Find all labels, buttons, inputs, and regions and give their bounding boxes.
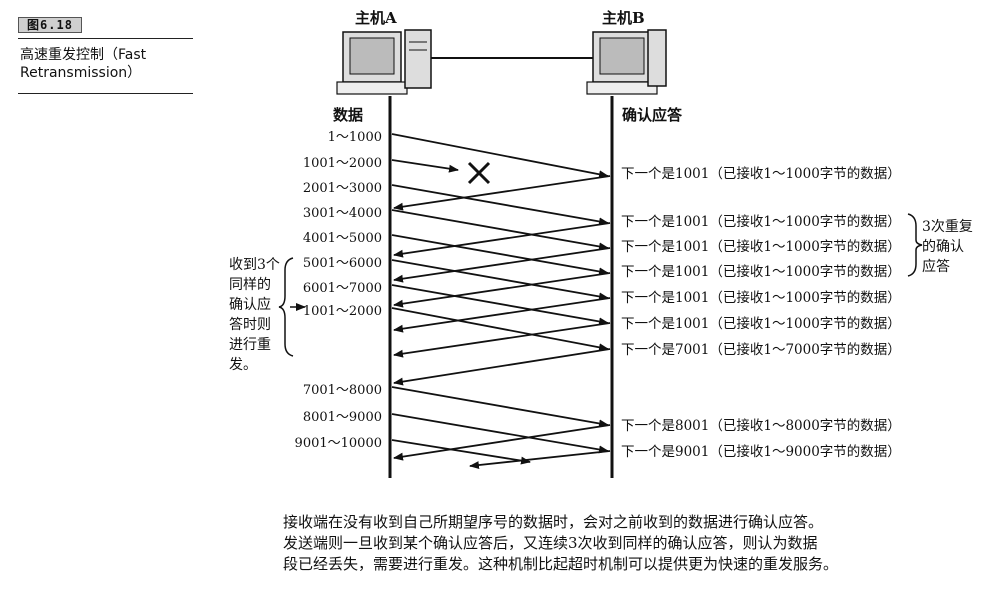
retransmit-note: 收到3个 同样的 确认应 答时则 进行重 发。	[229, 255, 280, 375]
ack-label: 下一个是1001（已接收1～1000字节的数据）	[621, 239, 901, 255]
segment-label: 2001～3000	[302, 181, 382, 196]
duplicate-ack-brace	[907, 213, 923, 277]
retransmit-note-line: 答时则	[229, 317, 271, 333]
segment-arrow-5	[391, 234, 609, 276]
segment-arrow-7	[391, 284, 609, 326]
segment-arrow-3	[391, 184, 609, 226]
ack-label: 下一个是1001（已接收1～1000字节的数据）	[621, 316, 901, 332]
figure-caption-line2: Retransmission）	[20, 65, 142, 81]
host-b-computer-icon	[586, 29, 667, 95]
segment-label: 8001～9000	[302, 410, 382, 425]
data-column-header: 数据	[333, 106, 364, 124]
host-a-computer-icon	[336, 29, 432, 95]
retransmit-note-line: 收到3个	[229, 257, 280, 273]
segment-label: 6001～7000	[302, 281, 382, 296]
ack-arrow-3	[393, 247, 611, 283]
host-b-label: 主机B	[602, 9, 645, 27]
caption-rule-top	[18, 38, 193, 39]
retransmit-note-brace	[278, 257, 294, 357]
ack-arrow-2	[393, 222, 611, 258]
segment-label: 1001～2000	[302, 156, 382, 171]
ack-label: 下一个是8001（已接收1～8000字节的数据）	[621, 418, 901, 434]
retransmit-note-line: 同样的	[229, 277, 271, 293]
duplicate-ack-note: 3次重复 的确认 应答	[922, 217, 973, 277]
description-line: 接收端在没有收到自己所期望序号的数据时，会对之前收到的数据进行确认应答。	[283, 513, 824, 531]
duplicate-ack-note-line: 的确认	[922, 239, 964, 255]
ack-arrow-5	[393, 297, 611, 333]
segment-arrow-9	[391, 413, 609, 454]
ack-arrow-9	[469, 450, 611, 470]
segment-arrow-retransmit	[391, 307, 609, 352]
ack-label: 下一个是7001（已接收1～7000字节的数据）	[621, 342, 901, 358]
ack-label: 下一个是9001（已接收1～9000字节的数据）	[621, 444, 901, 460]
figure-caption: 高速重发控制（Fast Retransmission）	[20, 46, 200, 82]
ack-column-header: 确认应答	[622, 106, 683, 124]
segment-arrow-4	[391, 209, 609, 251]
ack-label: 下一个是1001（已接收1～1000字节的数据）	[621, 264, 901, 280]
ack-arrow-8	[393, 424, 611, 461]
retransmit-note-line: 进行重	[229, 337, 271, 353]
ack-label: 下一个是1001（已接收1～1000字节的数据）	[621, 166, 901, 182]
ack-arrow-1	[393, 175, 611, 211]
segment-label: 9001～10000	[294, 436, 382, 451]
duplicate-ack-note-line: 3次重复	[922, 219, 973, 235]
segment-arrow-1	[391, 133, 609, 179]
segment-label: 1～1000	[327, 130, 382, 145]
segment-arrow-6	[391, 259, 609, 301]
ack-label: 下一个是1001（已接收1～1000字节的数据）	[621, 290, 901, 306]
segment-label: 5001～6000	[302, 256, 382, 271]
segment-arrow-2-lost	[391, 159, 459, 173]
host-a-label: 主机A	[355, 9, 397, 27]
segment-label: 4001～5000	[302, 231, 382, 246]
ack-arrow-6	[393, 322, 611, 358]
retransmit-note-line: 确认应	[229, 297, 271, 313]
ack-arrow-4	[393, 272, 611, 308]
duplicate-ack-note-line: 应答	[922, 259, 950, 275]
segment-label: 3001～4000	[302, 206, 382, 221]
description-line: 发送端则一旦收到某个确认应答后，又连续3次收到同样的确认应答，则认为数据	[283, 534, 818, 552]
ack-label: 下一个是1001（已接收1～1000字节的数据）	[621, 214, 901, 230]
description-paragraph: 接收端在没有收到自己所期望序号的数据时，会对之前收到的数据进行确认应答。 发送端…	[283, 512, 963, 575]
description-line: 段已经丢失，需要进行重发。这种机制比起超时机制可以提供更为快速的重发服务。	[283, 555, 839, 573]
lost-packet-x-icon	[467, 161, 491, 185]
caption-rule-bottom	[18, 93, 193, 94]
segment-arrow-8	[391, 386, 609, 428]
figure-caption-line1: 高速重发控制（Fast	[20, 47, 147, 63]
figure-number: 图6.18	[18, 17, 82, 33]
ack-arrow-7	[393, 348, 611, 386]
segment-arrow-10	[391, 439, 531, 465]
segment-label: 7001～8000	[302, 383, 382, 398]
retransmit-note-line: 发。	[229, 357, 257, 373]
segment-label-retransmit: 1001～2000	[302, 304, 382, 319]
